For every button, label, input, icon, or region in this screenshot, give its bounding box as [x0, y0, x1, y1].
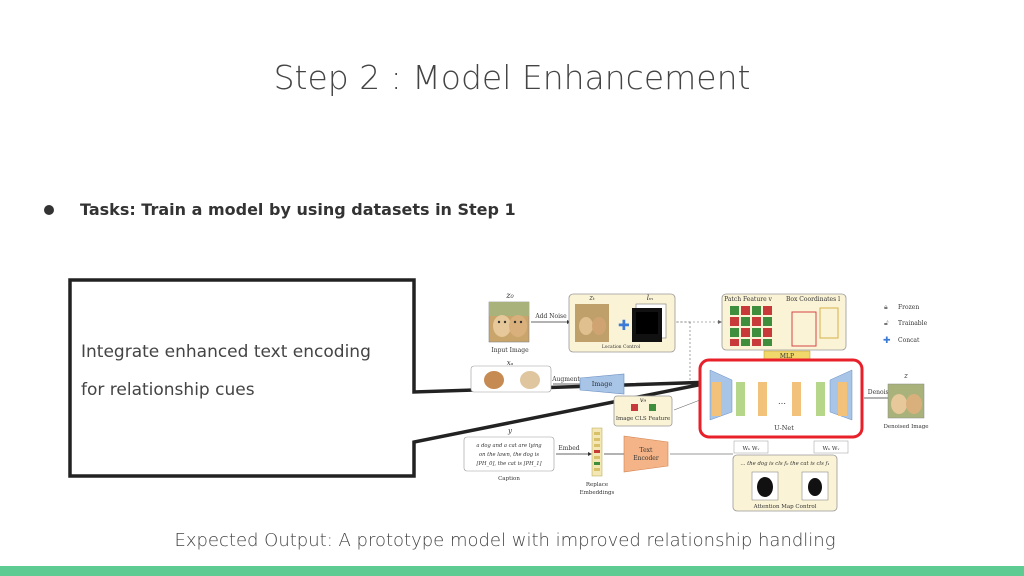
caption-line-2: on the lawn, the dog is [479, 452, 539, 458]
input-image-label: Input Image [491, 347, 529, 354]
caption-box [463, 436, 555, 472]
input-image [488, 301, 530, 343]
embed-label: Embed [558, 445, 579, 452]
add-noise-label: Add Noise [534, 313, 567, 320]
caption-line-1: a dog and a cat are lying [476, 443, 542, 449]
unet-highlight [698, 358, 864, 439]
location-masks [632, 303, 667, 342]
expected-output-text: Expected Output: A prototype model with … [174, 530, 836, 551]
legend-concat-icon: ✚ [883, 336, 891, 346]
svg-text:…: … [778, 397, 786, 406]
caption-line-3: [PH_0], the cat is [PH_1] [476, 461, 542, 467]
unet-blocks [712, 382, 847, 416]
attention-maps [751, 471, 829, 501]
lm-label: lₘ [647, 294, 654, 302]
image-encoder-shape [579, 373, 625, 395]
image-cls-feature-label: Image CLS Feature [616, 416, 670, 422]
replace-label-2: Embeddings [580, 490, 615, 496]
patch-grid [730, 306, 772, 346]
location-control-label: Location Control [602, 344, 641, 350]
text-encoder-label-2: Encoder [633, 455, 659, 462]
xa-label: xₐ [507, 359, 514, 367]
task-bullet: Tasks: Train a model by using datasets i… [44, 200, 516, 219]
task-text: Tasks: Train a model by using datasets i… [80, 200, 516, 219]
text-encoder-shape [623, 435, 669, 473]
patch-feature-label: Patch Feature v [724, 296, 772, 303]
slide-title: Step 2 : Model Enhancement [273, 58, 751, 97]
legend-trainable: Trainable [898, 320, 928, 327]
concat-plus-icon: ✚ [618, 318, 630, 334]
z0-label: z₀ [505, 291, 514, 300]
image-cls-feature-box [613, 395, 673, 427]
denoised-image [887, 383, 925, 419]
unet-label: U-Net [774, 424, 794, 432]
z-output-label: z [903, 372, 908, 380]
box-coordinates-label: Box Coordinates l [786, 296, 840, 303]
replace-label-1: Replace [586, 482, 608, 488]
callout-text-line-2: for relationship cues [81, 380, 255, 400]
noisy-latent-image [575, 304, 609, 342]
augment-label: Augment [551, 376, 580, 383]
zt-label: zₜ [588, 294, 595, 302]
denoise-label: Denoise [868, 389, 893, 396]
callout-box [68, 278, 714, 478]
y-label: y [507, 427, 513, 435]
attention-map-control-label: Attention Map Control [753, 504, 817, 510]
trainable-unlock-icon: 🔓︎ [884, 319, 889, 327]
caption-label: Caption [498, 476, 520, 482]
mlp-label: MLP [780, 353, 794, 360]
image-encoder-label: Image [592, 380, 613, 388]
vg-label: v₉ [640, 396, 647, 404]
attention-caption: ... the dog is cls f₀ the cat is cls f₁ [740, 461, 829, 467]
augmented-image [470, 365, 552, 393]
frozen-lock-icon: 🔒︎ [884, 303, 888, 311]
wk-wv-left: Wₖ Wᵥ [742, 446, 759, 452]
text-encoder-label-1: Text [640, 447, 653, 454]
embedding-stack [591, 427, 603, 477]
denoised-image-label: Denoised Image [883, 424, 928, 430]
footer-accent-bar [0, 566, 1024, 576]
wk-wv-right: Wₖ Wᵥ [822, 446, 839, 452]
legend-frozen: Frozen [898, 304, 919, 311]
bullet-dot-icon [44, 204, 54, 215]
legend-concat: Concat [898, 337, 920, 344]
callout-text-line-1: Integrate enhanced text encoding [81, 342, 371, 362]
